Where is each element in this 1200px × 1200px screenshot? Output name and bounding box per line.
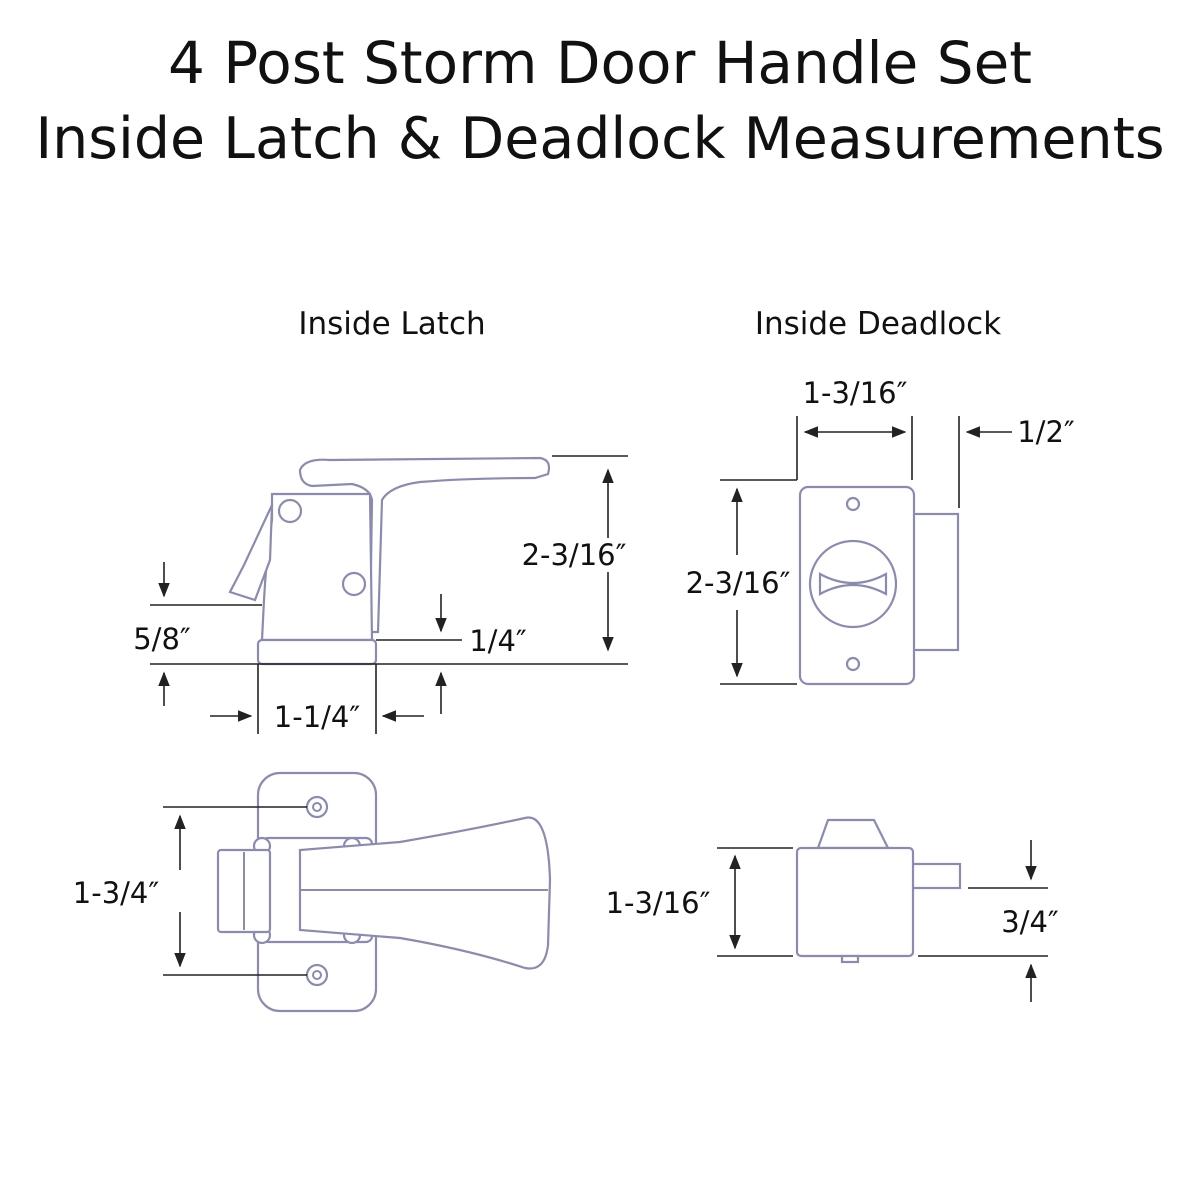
latch-pivot-hole	[277, 498, 303, 524]
latch-top-offset-dim: 5/8″	[133, 622, 191, 656]
inside-deadlock-label: Inside Deadlock	[755, 306, 1001, 342]
latch-screw-hole	[341, 571, 367, 597]
deadlock-turn-grip	[818, 572, 888, 596]
deadlock-tab-side	[840, 954, 860, 964]
page-title-line-2: Inside Latch & Deadlock Measurements	[35, 106, 1165, 172]
deadlock-depth-dim: 1-3/16″	[606, 886, 711, 920]
deadlock-bolt-housing	[910, 512, 960, 652]
latch-handle-top	[298, 816, 552, 970]
latch-height-dim: 2-3/16″	[522, 538, 627, 572]
page-title-line-1: 4 Post Storm Door Handle Set	[167, 29, 1033, 97]
latch-body	[260, 492, 374, 642]
latch-lever	[298, 456, 551, 634]
latch-tab	[228, 504, 274, 602]
inside-latch-label: Inside Latch	[298, 306, 485, 342]
inside-latch-top-view	[216, 771, 552, 1013]
inside-latch-side-view	[228, 456, 551, 666]
inside-deadlock-side-view	[795, 818, 962, 964]
deadlock-body-side	[795, 846, 915, 958]
latch-base	[256, 638, 378, 666]
inside-deadlock-front-view	[798, 485, 960, 686]
latch-post-spacing-dim: 1-3/4″	[73, 876, 160, 910]
deadlock-knob-side	[816, 818, 890, 850]
deadlock-width-dim: 1-3/16″	[803, 376, 908, 410]
deadlock-bolt-side	[910, 862, 962, 890]
deadlock-height-dim: 2-3/16″	[686, 566, 791, 600]
deadlock-bolt-offset-dim: 3/4″	[1001, 905, 1059, 939]
latch-width-dim: 1-1/4″	[274, 700, 361, 734]
latch-base-gap-dim: 1/4″	[469, 624, 527, 658]
deadlock-bolt-dim: 1/2″	[1017, 415, 1075, 449]
